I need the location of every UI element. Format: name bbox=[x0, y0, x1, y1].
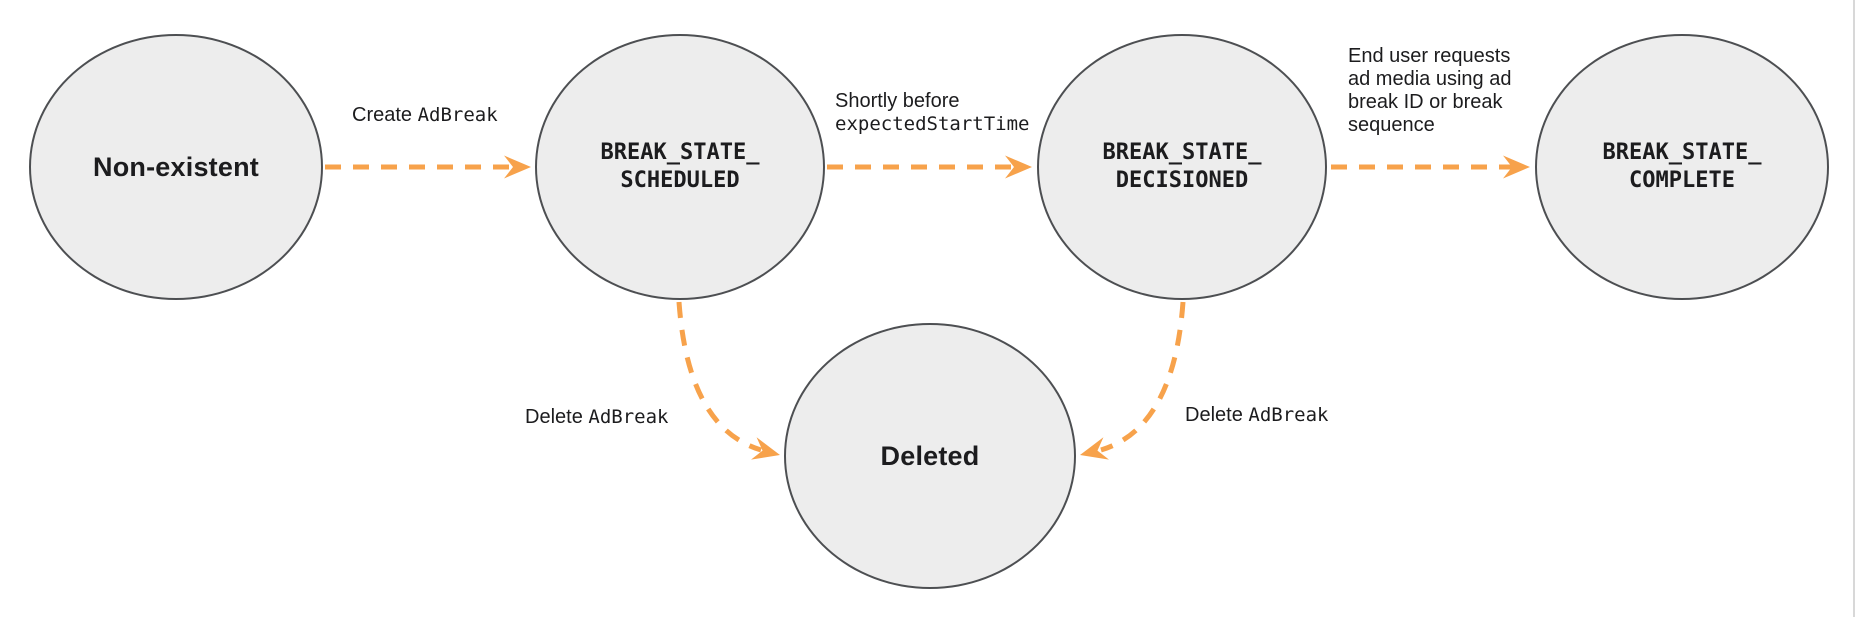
arrowhead-delete-from-scheduled-icon bbox=[751, 437, 780, 460]
edge-label-end-user-line3: break ID or break bbox=[1348, 91, 1503, 113]
state-label-scheduled-line2: SCHEDULED bbox=[620, 168, 740, 193]
edge-label-end-user-requests: End user requests ad media using ad brea… bbox=[1348, 45, 1511, 137]
edge-label-delete-adbreak-left: Delete AdBreak bbox=[525, 406, 668, 429]
state-node-break-state-decisioned: BREAK_STATE_ DECISIONED bbox=[1037, 34, 1327, 300]
edge-label-delete-right-code: AdBreak bbox=[1248, 404, 1329, 426]
edge-label-create-adbreak-plain: Create bbox=[352, 104, 418, 126]
edge-label-create-adbreak: Create AdBreak bbox=[352, 104, 498, 127]
edge-label-end-user-line1: End user requests bbox=[1348, 45, 1511, 67]
edge-label-shortly-before-line1: Shortly before bbox=[835, 90, 960, 112]
arrowhead-shortly-before-icon bbox=[1005, 155, 1032, 179]
edge-label-end-user-line2: ad media using ad bbox=[1348, 68, 1512, 90]
edge-label-delete-right-plain: Delete bbox=[1185, 404, 1249, 426]
state-label-decisioned-line2: DECISIONED bbox=[1115, 168, 1249, 193]
edge-label-delete-left-code: AdBreak bbox=[588, 406, 669, 428]
state-node-break-state-complete: BREAK_STATE_ COMPLETE bbox=[1535, 34, 1829, 300]
state-label-deleted: Deleted bbox=[880, 440, 980, 471]
edge-label-end-user-line4: sequence bbox=[1348, 114, 1435, 136]
state-label-non-existent: Non-existent bbox=[93, 151, 259, 182]
edge-label-delete-left-plain: Delete bbox=[525, 406, 589, 428]
arrowhead-end-user-requests-icon bbox=[1503, 155, 1530, 179]
arrowhead-delete-from-decisioned-icon bbox=[1080, 437, 1109, 460]
state-node-deleted: Deleted bbox=[784, 323, 1076, 589]
arrow-delete-from-decisioned bbox=[1100, 301, 1186, 453]
page-edge-divider bbox=[1853, 0, 1855, 617]
state-label-scheduled-line1: BREAK_STATE_ bbox=[600, 140, 760, 165]
edge-label-delete-adbreak-right: Delete AdBreak bbox=[1185, 404, 1328, 427]
state-node-non-existent: Non-existent bbox=[29, 34, 323, 300]
state-label-complete-line1: BREAK_STATE_ bbox=[1602, 140, 1762, 165]
edge-label-shortly-before-line2: expectedStartTime bbox=[835, 113, 1030, 135]
edge-label-shortly-before: Shortly before expectedStartTime bbox=[835, 90, 1029, 136]
edge-label-create-adbreak-code: AdBreak bbox=[417, 104, 498, 126]
state-label-complete-line2: COMPLETE bbox=[1629, 168, 1735, 193]
state-node-break-state-scheduled: BREAK_STATE_ SCHEDULED bbox=[535, 34, 825, 300]
state-label-decisioned-line1: BREAK_STATE_ bbox=[1102, 140, 1262, 165]
arrowhead-create-adbreak-icon bbox=[504, 155, 531, 179]
arrow-delete-from-scheduled bbox=[676, 301, 762, 453]
